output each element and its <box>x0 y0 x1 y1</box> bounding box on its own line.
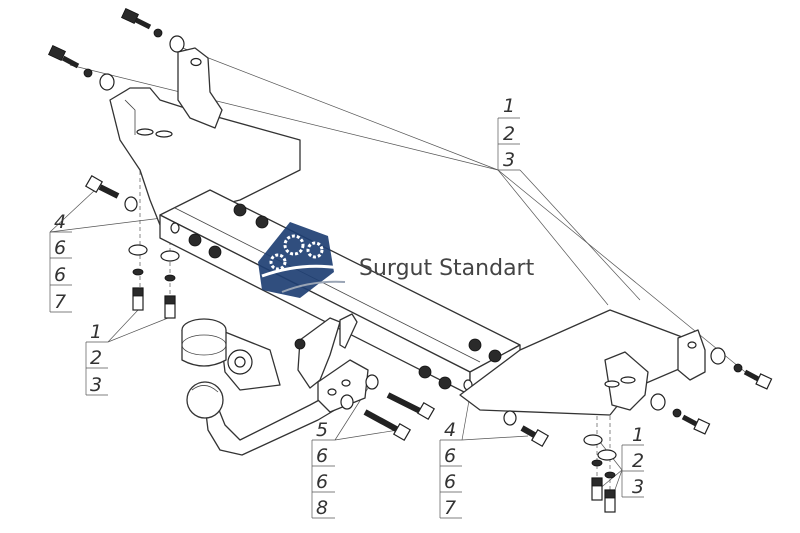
callout-label: 6 <box>316 471 328 493</box>
callout-bottom-center: 5 6 6 8 <box>311 419 335 519</box>
callout-label: 4 <box>444 419 456 441</box>
left-mounting-bracket <box>109 47 301 226</box>
callout-label: 3 <box>632 476 644 498</box>
swoosh-icon <box>281 280 346 293</box>
callout-label: 1 <box>632 424 644 446</box>
callout-label: 1 <box>503 95 515 117</box>
callout-left-lower: 1 2 3 <box>85 321 108 396</box>
callout-label: 6 <box>444 471 456 493</box>
right-mounting-bracket <box>459 309 706 416</box>
callout-label: 3 <box>503 149 515 171</box>
callout-top-right: 1 2 3 <box>497 95 520 171</box>
callout-label: 2 <box>90 347 102 369</box>
gear-icon <box>283 234 305 256</box>
swoosh-icon <box>261 264 341 278</box>
callout-label: 2 <box>503 123 515 145</box>
watermark-logo: Surgut Standart <box>258 222 535 298</box>
callout-label: 7 <box>444 497 456 519</box>
callout-label: 7 <box>54 291 66 313</box>
callout-label: 5 <box>316 419 328 441</box>
callout-label: 6 <box>316 445 328 467</box>
callout-label: 6 <box>54 264 66 286</box>
callout-label: 6 <box>54 237 66 259</box>
logo-badge <box>258 222 334 298</box>
gear-icon <box>306 241 324 259</box>
callout-bottom-right: 4 6 6 7 <box>439 419 462 519</box>
fastener-hardware <box>48 7 773 513</box>
callout-label: 1 <box>90 321 102 343</box>
callout-left-upper: 4 6 6 7 <box>49 211 72 313</box>
callout-label: 2 <box>632 450 644 472</box>
callout-label: 8 <box>316 497 328 519</box>
callout-label: 6 <box>444 445 456 467</box>
tow-ball-assembly <box>181 313 369 456</box>
gear-icon <box>269 253 287 271</box>
watermark-text: Surgut Standart <box>359 256 535 281</box>
callout-right-lower: 1 2 3 <box>621 424 644 498</box>
callout-label: 4 <box>54 211 66 233</box>
callout-label: 3 <box>90 374 102 396</box>
